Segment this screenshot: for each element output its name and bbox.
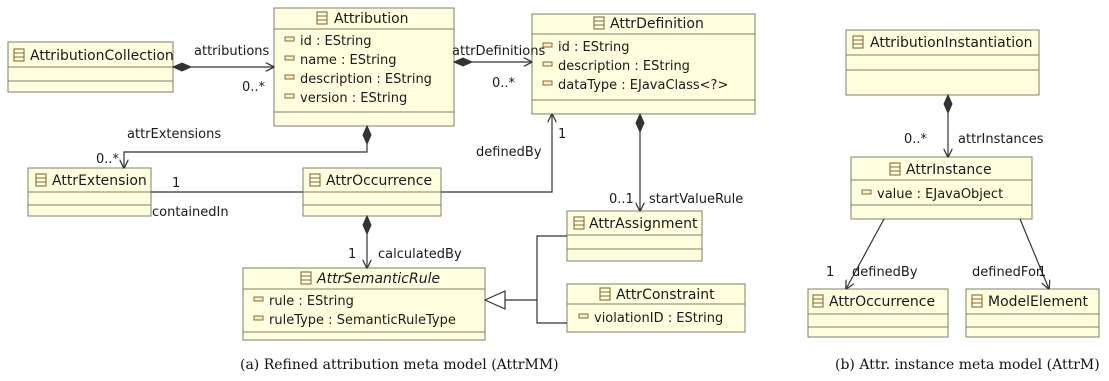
attribute: id : EString (300, 34, 372, 49)
class-name: AttrOccurrence (326, 173, 432, 189)
attribute-icon (284, 55, 295, 61)
association-line (1019, 218, 1049, 289)
role-labels-a: attributions 0..* attrDefinitions 0..* a… (96, 44, 743, 262)
class-icon (35, 173, 47, 187)
attribute: version : EString (300, 91, 407, 106)
class-attr-assignment[interactable]: AttrAssignment (566, 210, 703, 262)
role-label: startValueRule (649, 192, 743, 207)
class-attribution-collection[interactable]: AttributionCollection (7, 41, 174, 93)
attribute-icon (542, 42, 553, 48)
attribute: description : EString (558, 59, 690, 74)
class-icon (889, 162, 901, 176)
generalization-arrowhead (483, 290, 506, 310)
class-attribution-instantiation[interactable]: AttributionInstantiation (845, 29, 1040, 96)
diagram-a: AttributionCollection Attribution id : E… (7, 7, 756, 341)
attribute: name : EString (300, 53, 397, 68)
class-name: AttrOccurrence (829, 294, 935, 310)
class-attr-occurrence[interactable]: AttrOccurrence (807, 288, 949, 338)
multiplicity: 1 (826, 265, 834, 280)
attribute-icon (542, 80, 553, 86)
role-label: definedBy (852, 265, 918, 280)
attribute: rule : EString (269, 294, 354, 309)
composition-diamond (362, 214, 372, 236)
class-model-element[interactable]: ModelElement (965, 288, 1100, 338)
composition-diamond (635, 112, 645, 134)
class-name: Attribution (334, 11, 409, 27)
role-label: attributions (194, 44, 270, 59)
composition-diamond (362, 124, 372, 146)
multiplicity: 1 (1038, 265, 1046, 280)
role-label: calculatedBy (378, 247, 462, 262)
class-name: AttributionInstantiation (870, 35, 1033, 51)
role-label: attrInstances (958, 132, 1044, 147)
multiplicity: 0..* (492, 76, 516, 91)
association-line (124, 144, 368, 168)
attribute: violationID : EString (594, 311, 723, 326)
attribute-icon (253, 296, 264, 302)
generalization-line (536, 235, 567, 324)
class-name: AttrInstance (906, 162, 992, 178)
composition-diamond (171, 62, 193, 72)
class-icon (573, 216, 585, 230)
association-line (846, 218, 885, 289)
attribute-icon (284, 93, 295, 99)
multiplicity: 1 (558, 127, 566, 142)
class-attr-definition[interactable]: AttrDefinition id : EString description … (531, 13, 756, 115)
class-attr-instance[interactable]: AttrInstance value : EJavaObject (850, 156, 1033, 220)
class-name: AttrAssignment (589, 216, 698, 232)
class-attr-extension[interactable]: AttrExtension (27, 167, 152, 217)
attribute-icon (861, 189, 872, 195)
class-name: AttrDefinition (610, 16, 704, 32)
class-name: AttrConstraint (616, 287, 715, 303)
attribute: id : EString (558, 40, 630, 55)
role-label: containedIn (152, 205, 229, 220)
multiplicity: 1 (172, 176, 180, 191)
attribute: ruleType : SemanticRuleType (269, 313, 456, 328)
class-icon (812, 294, 824, 308)
composition-diamond (943, 93, 953, 115)
attribute-icon (542, 61, 553, 67)
role-labels-b: 0..* attrInstances 1 definedBy definedFo… (826, 132, 1046, 280)
role-label: attrDefinitions (452, 44, 545, 59)
class-attr-semantic-rule[interactable]: AttrSemanticRule rule : EString ruleType… (242, 267, 486, 341)
class-icon (599, 287, 611, 301)
attribute-icon (253, 315, 264, 321)
class-name: AttrSemanticRule (316, 271, 440, 287)
multiplicity: 1 (348, 247, 356, 262)
class-icon (300, 271, 312, 285)
composition-diamond (452, 57, 474, 67)
role-label: definedFor (972, 265, 1042, 280)
class-icon (309, 173, 321, 187)
attribute: description : EString (300, 72, 432, 87)
class-icon (852, 35, 864, 49)
class-name: AttrExtension (52, 173, 147, 189)
class-name: AttributionCollection (30, 48, 174, 64)
class-icon (13, 48, 25, 62)
multiplicity: 0..* (242, 80, 266, 95)
class-icon (971, 294, 983, 308)
role-label: definedBy (476, 145, 542, 160)
connectors-b (846, 93, 1049, 289)
multiplicity: 0..* (96, 152, 120, 167)
caption-a: (a) Refined attribution meta model (Attr… (240, 357, 559, 373)
caption-b: (b) Attr. instance meta model (AttrM) (835, 357, 1100, 373)
connectors-a (124, 57, 645, 324)
class-icon (593, 16, 605, 30)
attribute-icon (578, 313, 589, 319)
multiplicity: 0..1 (609, 192, 634, 207)
diagram-b: AttributionInstantiation AttrInstance va… (807, 29, 1100, 338)
association-line (441, 114, 552, 193)
class-attr-occurrence[interactable]: AttrOccurrence (302, 167, 442, 217)
role-label: attrExtensions (127, 127, 221, 142)
attribute: value : EJavaObject (877, 187, 1003, 202)
attribute-icon (284, 36, 295, 42)
class-name: ModelElement (988, 294, 1089, 310)
class-attribution[interactable]: Attribution id : EString name : EString … (273, 7, 455, 127)
attribute: dataType : EJavaClass<?> (558, 78, 728, 93)
class-icon (316, 11, 328, 25)
class-attr-constraint[interactable]: AttrConstraint violationID : EString (566, 283, 746, 333)
attribute-icon (284, 74, 295, 80)
multiplicity: 0..* (904, 132, 928, 147)
